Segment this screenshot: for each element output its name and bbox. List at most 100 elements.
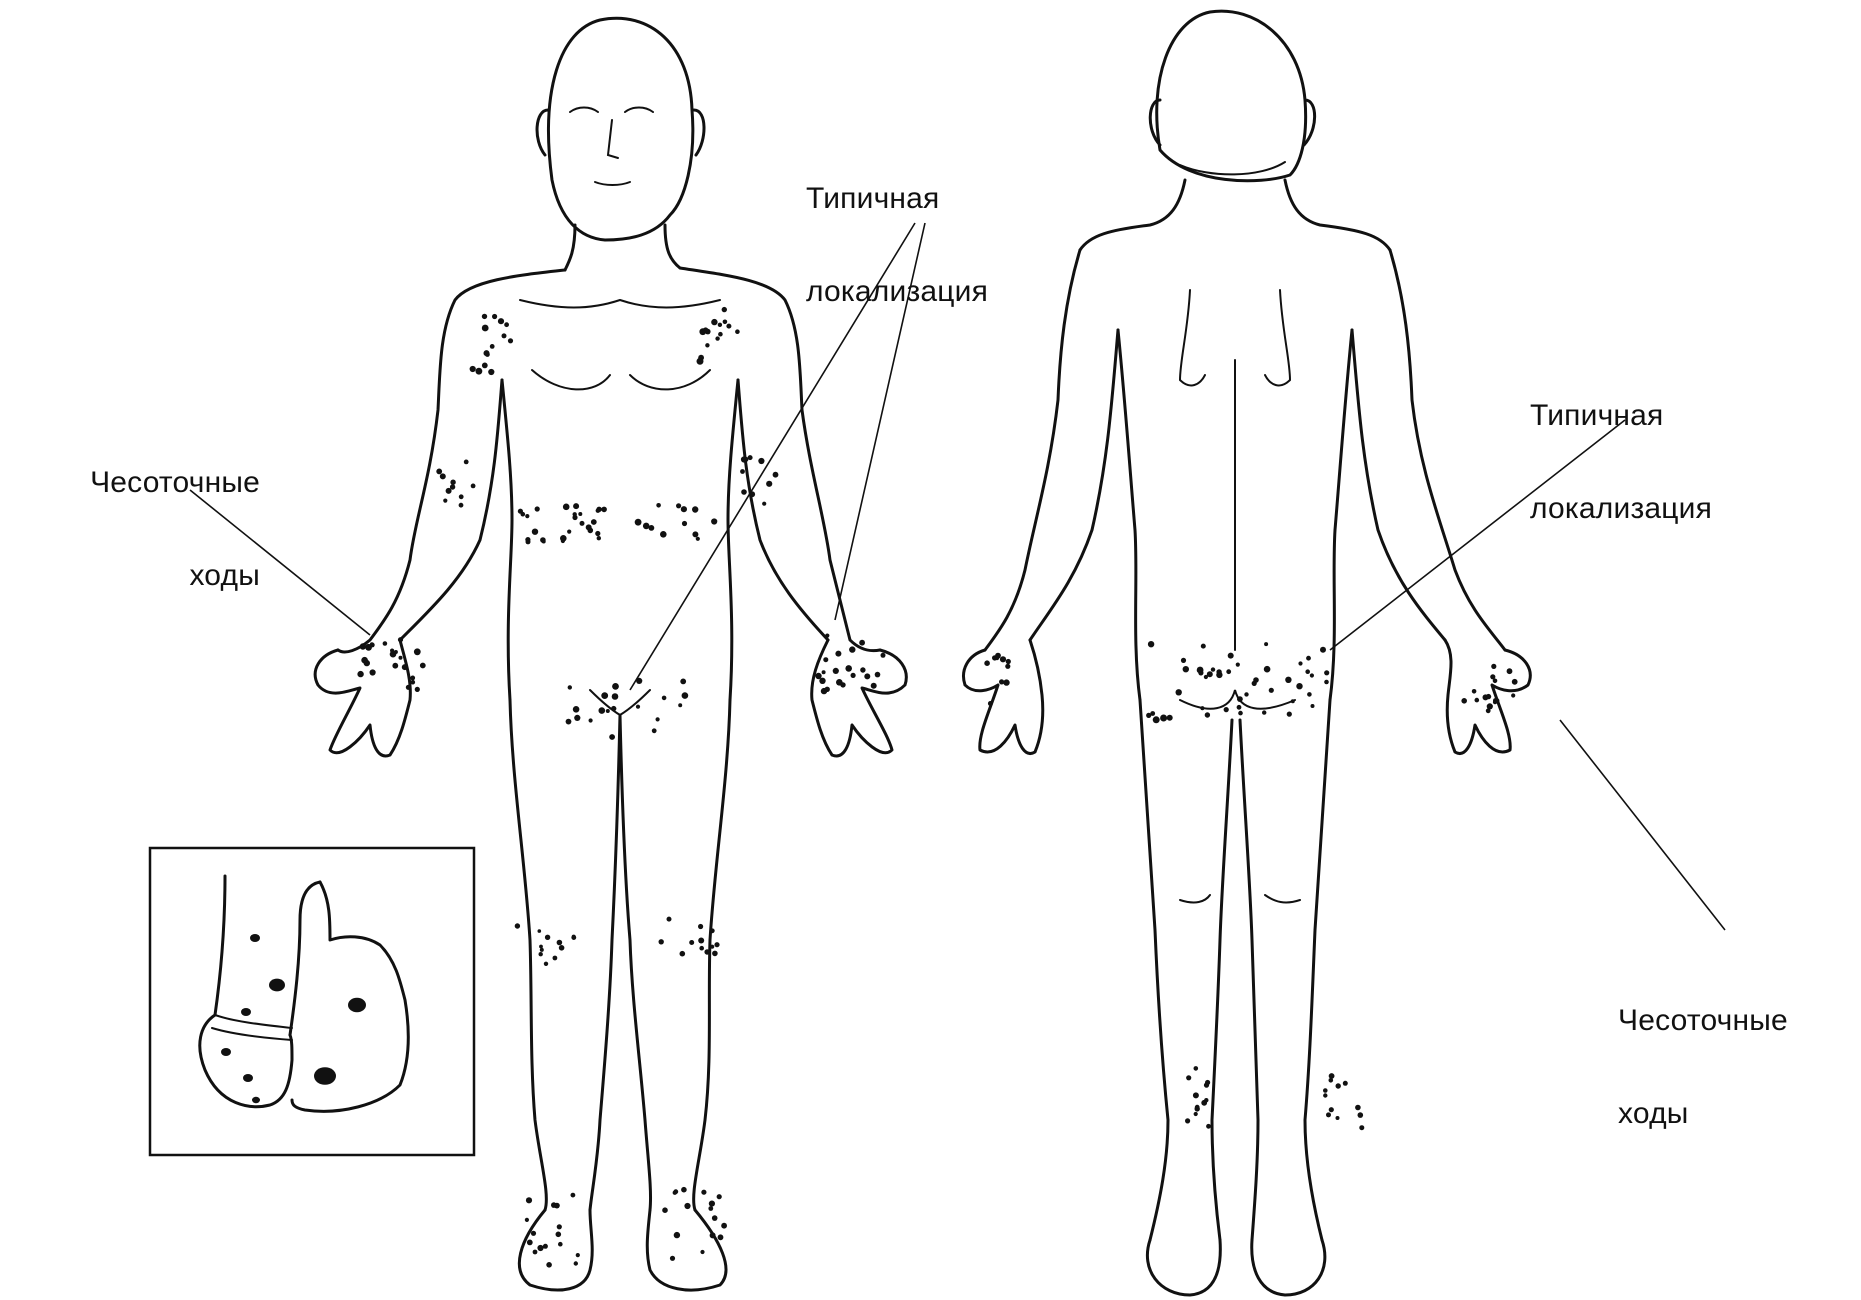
rash-dot	[394, 650, 398, 654]
rash-dot	[822, 670, 826, 674]
rash-dot	[676, 503, 681, 508]
rash-dot	[450, 480, 455, 485]
rash-dot	[402, 664, 408, 670]
rash-dot	[696, 537, 700, 541]
rash-dot	[689, 940, 694, 945]
rash-dot	[566, 719, 572, 725]
rash-dot	[599, 707, 606, 714]
rash-dot	[459, 494, 464, 499]
rash-dot	[825, 687, 830, 692]
rash-dot	[1491, 664, 1496, 669]
front-burrows-line-2: ходы	[10, 560, 260, 591]
rash-dot	[543, 1244, 548, 1249]
rash-dot	[681, 506, 687, 512]
rash-dot	[556, 1232, 562, 1238]
burrow-spot	[252, 1097, 260, 1103]
rash-dot	[568, 685, 572, 689]
rash-dot	[825, 634, 829, 638]
rash-dot	[682, 692, 689, 699]
rash-dot	[1287, 712, 1292, 717]
rash-dot	[574, 715, 580, 721]
rash-dot	[561, 539, 565, 543]
rash-dot	[538, 929, 542, 933]
rash-dot	[540, 948, 544, 952]
rash-dot	[532, 529, 538, 535]
back-figure	[964, 11, 1531, 1295]
rash-dot	[845, 665, 852, 672]
rash-dot	[710, 928, 715, 933]
rash-dot	[823, 657, 828, 662]
rash-dot	[591, 519, 597, 525]
rash-dot	[490, 344, 495, 349]
rash-dot	[1006, 659, 1011, 664]
rash-dot	[539, 952, 543, 956]
rash-dot	[871, 683, 877, 689]
rash-dot	[1194, 1066, 1199, 1071]
rash-dot	[643, 523, 650, 530]
rash-dot	[1193, 1092, 1199, 1098]
rash-dot	[692, 506, 698, 512]
rash-dot	[601, 692, 608, 699]
rash-dot	[1461, 698, 1467, 704]
rash-dot	[1176, 689, 1182, 695]
rash-dot	[554, 1203, 560, 1209]
rash-dot	[406, 685, 411, 690]
rash-dot	[864, 673, 870, 679]
rash-dot	[606, 709, 610, 713]
rash-dot	[1324, 680, 1329, 685]
rash-dot	[988, 701, 993, 706]
burrow-spot	[348, 998, 366, 1012]
rash-dot	[557, 1224, 562, 1229]
rash-dot	[1475, 698, 1480, 703]
rash-dot	[360, 643, 366, 649]
rash-dot	[559, 945, 565, 951]
burrow-spot	[314, 1067, 336, 1085]
rash-dot	[741, 456, 747, 462]
rash-dot	[535, 506, 540, 511]
rash-dot	[708, 1206, 713, 1211]
rash-dot	[504, 322, 509, 327]
rash-dot	[1307, 692, 1312, 697]
rash-dot	[1486, 708, 1491, 713]
rash-dot	[471, 484, 476, 489]
rash-dot	[1323, 1093, 1327, 1097]
back-burrows-label: Чесоточные ходы	[1618, 943, 1788, 1160]
front-burrows-label: Чесоточные ходы	[10, 405, 260, 622]
rash-dot	[1236, 663, 1240, 667]
rash-dot	[1003, 679, 1009, 685]
rash-dot	[370, 643, 375, 648]
rash-dot	[1336, 1116, 1340, 1120]
rash-dot	[558, 1242, 563, 1247]
rash-dot	[540, 537, 546, 543]
rash-dot	[1296, 683, 1302, 689]
rash-dot	[709, 1201, 715, 1207]
rash-dot	[609, 734, 615, 740]
rash-dot	[521, 512, 526, 517]
rash-dot	[580, 521, 585, 526]
rash-dot	[712, 951, 718, 957]
rash-dot	[859, 640, 865, 646]
rash-dot	[875, 672, 881, 678]
rash-dot	[1167, 715, 1173, 721]
rash-dot	[1291, 699, 1295, 703]
rash-dot	[1359, 1125, 1364, 1130]
rash-dot	[1146, 713, 1151, 718]
rash-dot	[357, 671, 363, 677]
rash-dot	[1336, 1083, 1341, 1088]
front-typical-line-1: Типичная	[806, 183, 988, 214]
rash-dot	[1224, 707, 1229, 712]
rash-dot	[705, 343, 709, 347]
rash-dot	[995, 655, 1000, 660]
rash-dot	[1195, 1106, 1200, 1111]
rash-dot	[398, 637, 403, 642]
rash-dot	[1148, 641, 1154, 647]
back-typical-localization-label: Типичная локализация	[1530, 338, 1712, 555]
rash-dot	[595, 531, 600, 536]
rash-dot	[1323, 1088, 1328, 1093]
rash-dot	[1329, 1107, 1334, 1112]
rash-dot	[525, 514, 529, 518]
rash-dot	[482, 363, 488, 369]
rash-dot	[415, 687, 420, 692]
rash-dot	[1311, 704, 1315, 708]
rash-dot	[710, 945, 714, 949]
